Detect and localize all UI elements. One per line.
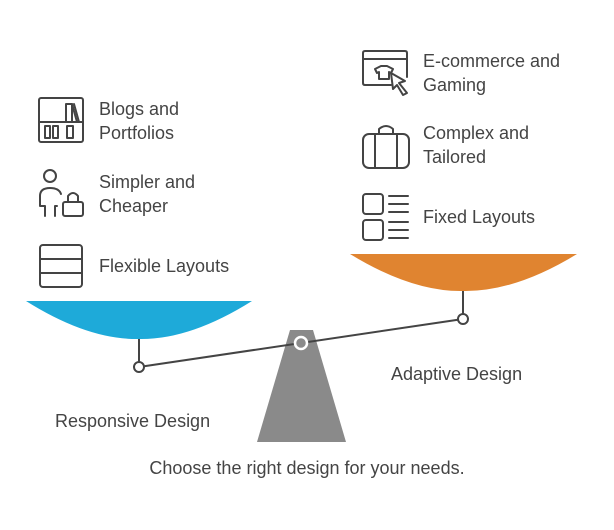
pivot	[293, 335, 309, 351]
right-item-label: Fixed Layouts	[423, 207, 536, 227]
left-item-label: Blogs and Portfolios	[99, 99, 180, 143]
left-pan	[26, 301, 252, 340]
right-item-label: E-commerce and Gaming	[423, 51, 561, 95]
right-item-label: Complex and Tailored	[423, 123, 530, 167]
adaptive-design-title: Adaptive Design	[391, 364, 523, 384]
fulcrum	[257, 330, 346, 442]
right-joint	[457, 313, 469, 325]
grid-list-icon	[362, 193, 409, 241]
person-shopping-bag-icon	[39, 169, 84, 217]
layout-rows-icon	[39, 244, 83, 288]
left-item-label: Simpler and Cheaper	[99, 172, 196, 216]
browser-shirt-cursor-icon	[362, 50, 408, 96]
bookshelf-icon	[38, 97, 84, 143]
left-joint	[133, 361, 145, 373]
responsive-design-title: Responsive Design	[55, 411, 211, 431]
briefcase-icon	[362, 125, 410, 169]
right-pan	[350, 254, 577, 292]
caption: Choose the right design for your needs.	[149, 458, 465, 478]
left-item-label: Flexible Layouts	[99, 256, 230, 276]
